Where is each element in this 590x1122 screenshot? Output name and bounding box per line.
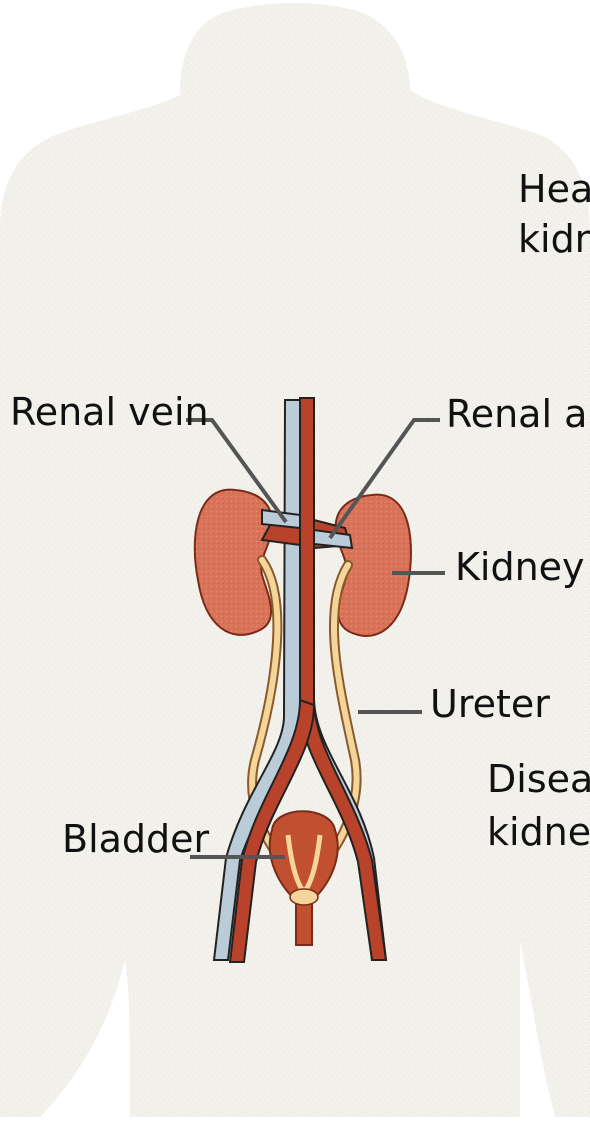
- healthy-kidney-label-line1: Heal: [518, 167, 590, 211]
- renal-artery-label: Renal art: [446, 392, 590, 436]
- ureter-label: Ureter: [430, 682, 550, 726]
- diseased-kidney-label-line2: kidney: [487, 810, 590, 854]
- healthy-kidney-label-line2: kidne: [518, 217, 590, 261]
- bladder-label: Bladder: [62, 817, 210, 861]
- renal-vein-label: Renal vein: [10, 390, 209, 434]
- kidney-label: Kidney: [455, 545, 585, 589]
- diseased-kidney-label-line1: Diseas: [487, 757, 590, 801]
